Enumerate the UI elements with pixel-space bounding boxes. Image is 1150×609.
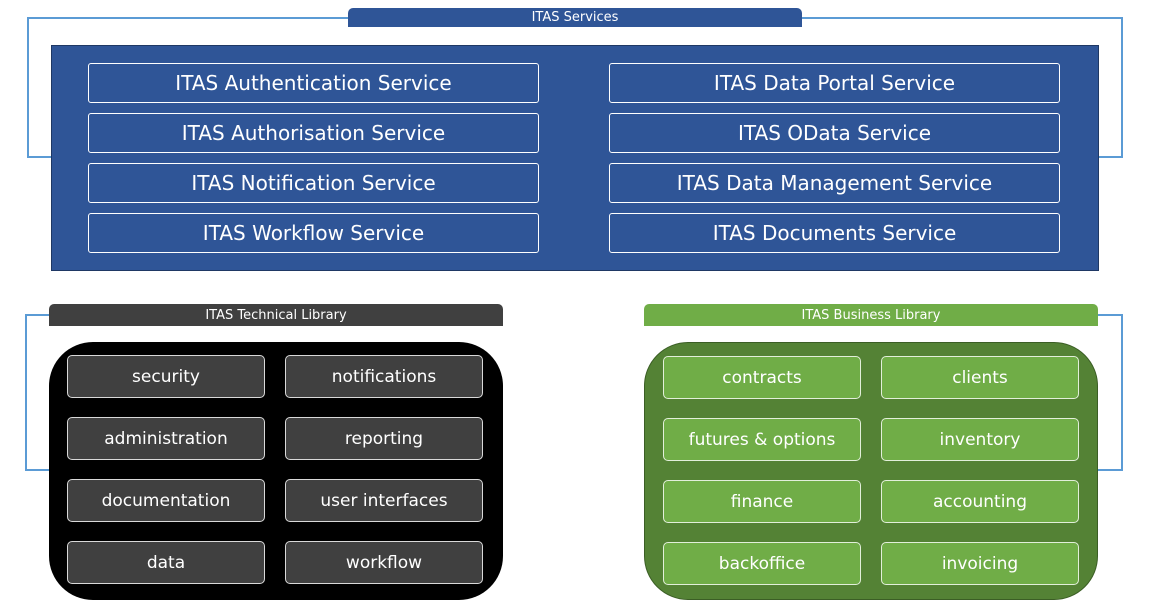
service-odata[interactable]: ITAS OData Service: [609, 113, 1060, 153]
services-title: ITAS Services: [348, 8, 802, 27]
biz-item-accounting[interactable]: accounting: [881, 480, 1079, 523]
biz-item-clients[interactable]: clients: [881, 356, 1079, 399]
service-notification[interactable]: ITAS Notification Service: [88, 163, 539, 203]
tech-item-user-interfaces[interactable]: user interfaces: [285, 479, 483, 522]
services-panel: ITAS Authentication Service ITAS Authori…: [51, 45, 1099, 271]
tech-item-security[interactable]: security: [67, 355, 265, 398]
biz-item-invoicing[interactable]: invoicing: [881, 542, 1079, 585]
technical-library-bracket: [25, 314, 51, 471]
tech-item-workflow[interactable]: workflow: [285, 541, 483, 584]
tech-item-documentation[interactable]: documentation: [67, 479, 265, 522]
biz-item-contracts[interactable]: contracts: [663, 356, 861, 399]
tech-item-administration[interactable]: administration: [67, 417, 265, 460]
tech-item-data[interactable]: data: [67, 541, 265, 584]
service-authorisation[interactable]: ITAS Authorisation Service: [88, 113, 539, 153]
service-documents[interactable]: ITAS Documents Service: [609, 213, 1060, 253]
tech-item-reporting[interactable]: reporting: [285, 417, 483, 460]
service-data-portal[interactable]: ITAS Data Portal Service: [609, 63, 1060, 103]
tech-item-notifications[interactable]: notifications: [285, 355, 483, 398]
biz-item-finance[interactable]: finance: [663, 480, 861, 523]
technical-library-title: ITAS Technical Library: [49, 304, 503, 326]
service-workflow[interactable]: ITAS Workflow Service: [88, 213, 539, 253]
technical-library-panel: security notifications administration re…: [49, 342, 503, 600]
service-data-management[interactable]: ITAS Data Management Service: [609, 163, 1060, 203]
business-library-panel: contracts clients futures & options inve…: [644, 342, 1098, 600]
biz-item-futures-options[interactable]: futures & options: [663, 418, 861, 461]
biz-item-inventory[interactable]: inventory: [881, 418, 1079, 461]
business-library-bracket: [1097, 314, 1123, 471]
service-authentication[interactable]: ITAS Authentication Service: [88, 63, 539, 103]
business-library-title: ITAS Business Library: [644, 304, 1098, 326]
biz-item-backoffice[interactable]: backoffice: [663, 542, 861, 585]
